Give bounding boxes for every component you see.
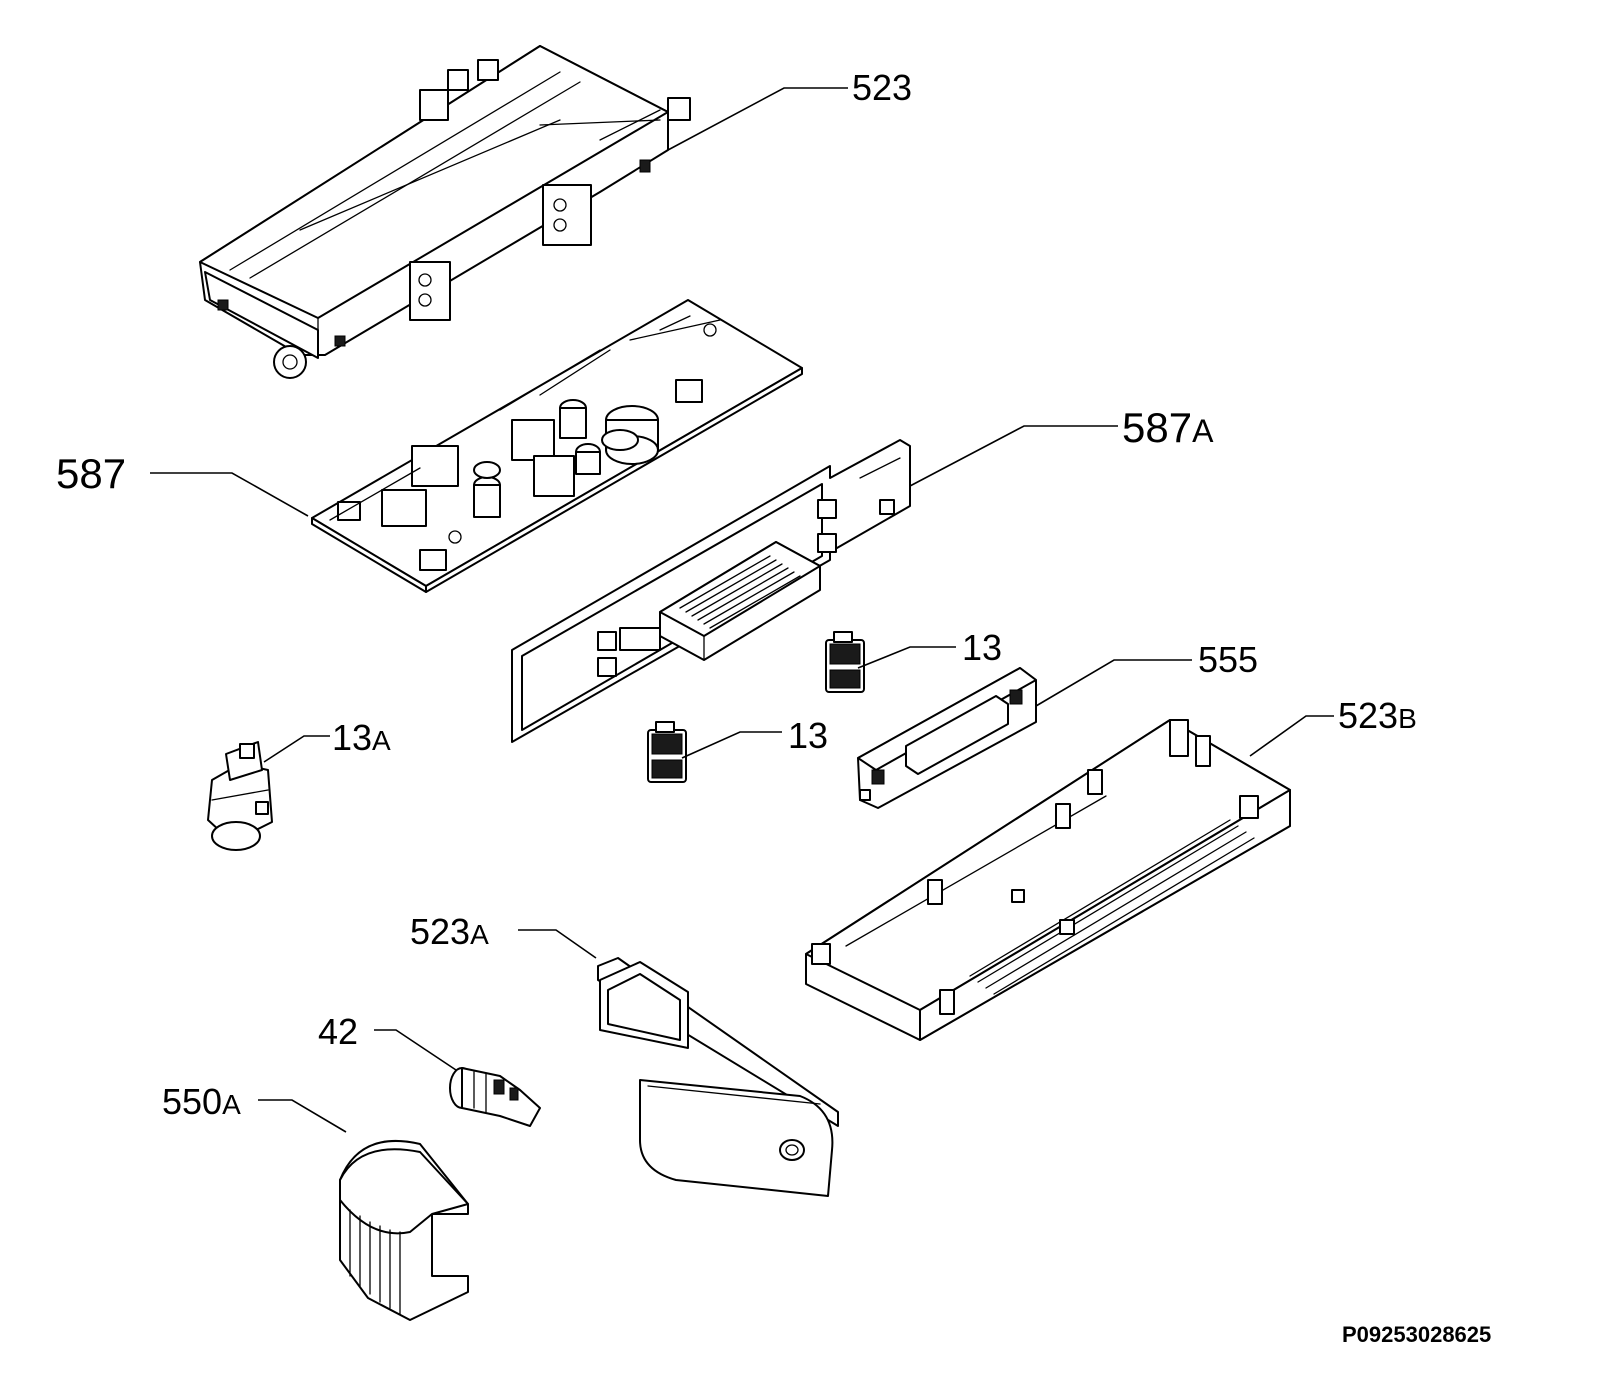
label-523a: 523A xyxy=(410,911,489,952)
part-587a-display-pcb[interactable] xyxy=(511,439,911,743)
part-555-light-cover[interactable] xyxy=(857,667,1037,809)
label-13a: 13A xyxy=(332,717,391,758)
part-13a-knob-switch[interactable] xyxy=(207,741,273,851)
display-fins xyxy=(679,555,801,629)
part-523a-end-cap[interactable] xyxy=(597,957,839,1197)
part-523-housing[interactable] xyxy=(199,45,691,379)
diagram-code: P09253028625 xyxy=(1342,1322,1491,1347)
part-523b-tray[interactable] xyxy=(805,719,1291,1041)
label-587: 587 xyxy=(56,450,126,497)
label-550a: 550A xyxy=(162,1081,241,1122)
part-13-switch-upper[interactable] xyxy=(825,631,865,693)
label-523: 523 xyxy=(852,67,912,108)
part-550a-cover[interactable] xyxy=(339,1140,469,1321)
label-555: 555 xyxy=(1198,639,1258,680)
leader-lines xyxy=(150,87,1334,1133)
label-523b: 523B xyxy=(1338,695,1417,736)
label-13-upper: 13 xyxy=(962,627,1002,668)
part-42-lamp-socket[interactable] xyxy=(449,1067,541,1127)
part-13-switch-lower[interactable] xyxy=(647,721,687,783)
part-587-main-pcb[interactable] xyxy=(311,299,803,593)
label-42: 42 xyxy=(318,1011,358,1052)
label-587a: 587A xyxy=(1122,404,1214,451)
label-13-lower: 13 xyxy=(788,715,828,756)
cover-ribs xyxy=(349,1209,401,1315)
